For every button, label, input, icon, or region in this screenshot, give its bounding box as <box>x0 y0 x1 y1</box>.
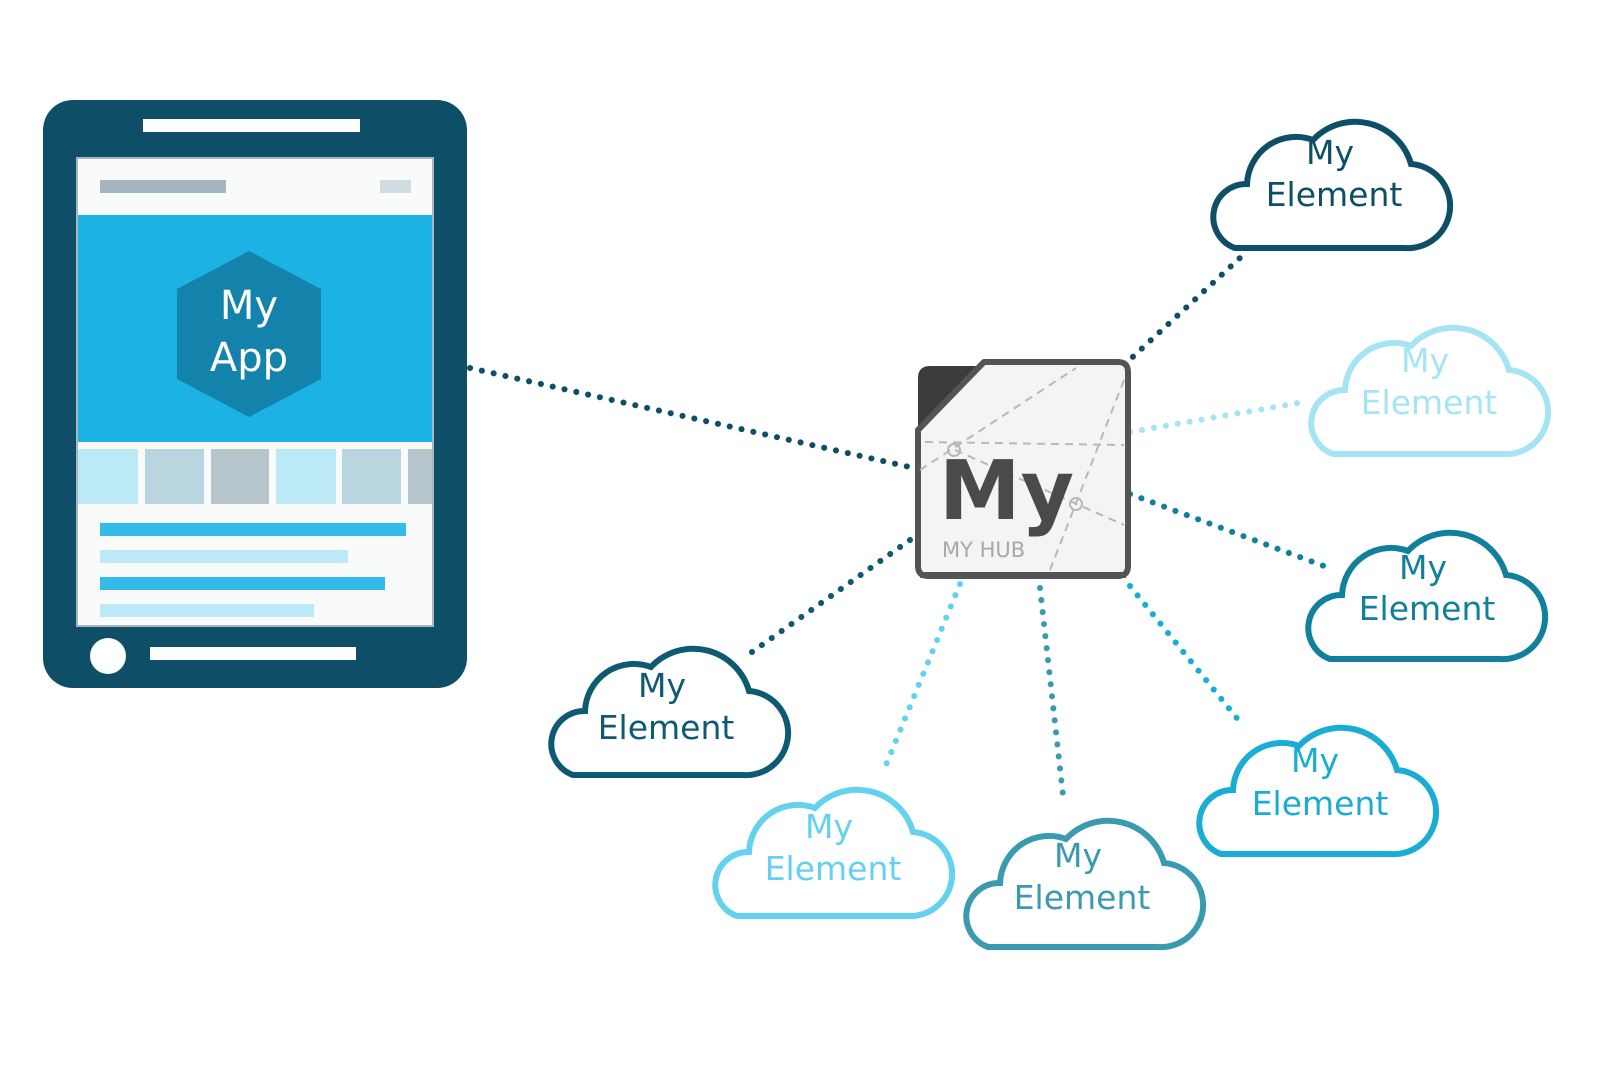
element-label-line1: My <box>1399 548 1447 587</box>
hub-logo: My <box>939 444 1074 539</box>
cloud-element-right: My Element <box>1308 533 1545 659</box>
thumbnail <box>408 449 432 504</box>
tablet-bottom-bar <box>150 647 356 660</box>
app-hexagon-icon <box>177 251 321 417</box>
connector-hub-element-bottom <box>1037 585 1067 807</box>
connector-hub-element-lower-right <box>1127 583 1243 725</box>
content-line <box>100 523 406 536</box>
cloud-element-lower-right: My Element <box>1199 728 1436 854</box>
content-line <box>100 577 385 590</box>
screen-thumbnail-strip <box>78 449 432 504</box>
hub-name: MY HUB <box>942 538 1025 562</box>
hub-network-pattern <box>919 367 1125 571</box>
element-label-line1: My <box>1306 133 1354 172</box>
tablet-device: My App <box>43 100 467 688</box>
content-line <box>100 550 348 563</box>
cloud-element-bottom: My Element <box>966 821 1203 947</box>
screen-header-bar <box>100 180 226 193</box>
app-label-line2: App <box>210 335 288 381</box>
connector-lines <box>467 253 1327 807</box>
element-label-line2: Element <box>598 708 735 747</box>
thumbnail <box>342 449 401 504</box>
element-label-line1: My <box>1291 741 1339 780</box>
hub-node-icon <box>947 443 961 457</box>
thumbnail <box>211 449 269 504</box>
tablet-speaker-bar <box>143 119 360 132</box>
element-label-line1: My <box>1401 341 1449 380</box>
app-label-line1: My <box>220 283 278 329</box>
connector-hub-element-light <box>1127 400 1301 435</box>
element-label-line1: My <box>805 807 853 846</box>
element-label-line2: Element <box>765 849 902 888</box>
element-label-line1: My <box>638 666 686 705</box>
element-label-line2: Element <box>1014 878 1151 917</box>
element-label-line2: Element <box>1359 589 1496 628</box>
connector-app-hub <box>467 365 917 471</box>
hub-box: My MY HUB <box>915 359 1131 579</box>
connector-hub-element-bottom-left <box>881 581 963 773</box>
screen-header-button <box>380 180 411 193</box>
connector-hub-element-top <box>1121 253 1245 368</box>
thumbnail <box>78 449 138 504</box>
content-line <box>100 604 314 617</box>
thumbnail <box>276 449 336 504</box>
connector-hub-element-left <box>749 537 913 655</box>
cloud-element-bottom-left: My Element <box>715 790 952 916</box>
hub-node-icon <box>1069 497 1083 511</box>
element-label-line1: My <box>1054 836 1102 875</box>
hub-bottom-shadow <box>920 572 1126 578</box>
element-label-line2: Element <box>1266 175 1403 214</box>
element-label-line2: Element <box>1361 383 1498 422</box>
home-button[interactable] <box>90 638 126 674</box>
cloud-element-top: My Element <box>1213 122 1450 248</box>
element-label-line2: Element <box>1252 784 1389 823</box>
connector-hub-element-right <box>1127 491 1327 569</box>
thumbnail <box>145 449 204 504</box>
cloud-element-light: My Element <box>1311 328 1548 454</box>
cloud-element-left: My Element <box>551 649 788 775</box>
